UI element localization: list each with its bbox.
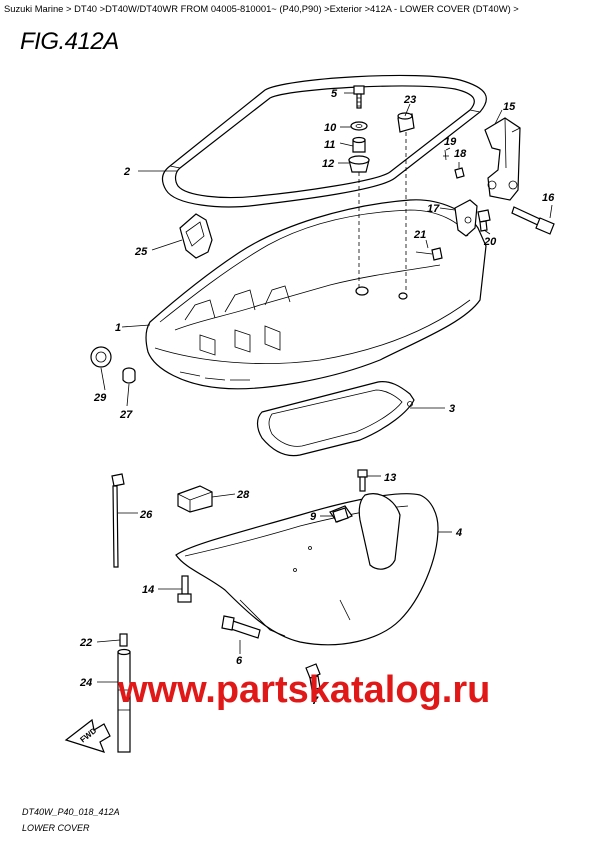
nut-part-9 (332, 507, 349, 523)
bracket-part-15 (484, 117, 521, 201)
callout-25: 25 (134, 246, 148, 258)
fitting-part-22 (119, 633, 128, 647)
pad-part-28 (177, 485, 213, 513)
callout-17: 17 (427, 203, 440, 215)
plug-part-27 (122, 367, 136, 384)
callout-10: 10 (324, 122, 337, 134)
callout-22: 22 (79, 637, 92, 649)
callout-6: 6 (236, 655, 243, 667)
screw-part-21 (415, 247, 443, 261)
callout-4: 4 (455, 527, 462, 539)
callout-3: 3 (449, 403, 455, 415)
callout-5: 5 (331, 88, 338, 100)
callout-12: 12 (322, 158, 334, 170)
fwd-arrow-icon: FWD (64, 718, 111, 753)
drawing-caption: LOWER COVER (22, 823, 90, 833)
callout-7: 7 (312, 695, 319, 707)
under-cover-part-4 (175, 493, 439, 646)
callout-26: 26 (139, 509, 153, 521)
figure-title: FIG.412A (20, 28, 119, 55)
clip-part-23 (397, 112, 415, 133)
callout-27: 27 (119, 409, 133, 421)
callout-14: 14 (142, 584, 154, 596)
bolt-part-13 (357, 469, 368, 492)
nut-part-7 (305, 663, 321, 691)
collar-part-11 (352, 136, 366, 153)
watermark-text: www.partskatalog.ru (117, 669, 490, 711)
drawing-code: DT40W_P40_018_412A (22, 807, 120, 817)
callout-29: 29 (93, 392, 107, 404)
breadcrumb: Suzuki Marine > DT40 >DT40W/DT40WR FROM … (4, 3, 519, 14)
callout-20: 20 (483, 236, 497, 248)
duct-part-25 (179, 213, 213, 259)
bolt-part-16 (511, 206, 555, 235)
callout-23: 23 (403, 94, 416, 106)
callout-28: 28 (236, 489, 250, 501)
tube-part-24 (117, 648, 131, 753)
callout-13: 13 (384, 472, 396, 484)
nut-part-18 (454, 167, 465, 179)
bracket-part-17 (454, 199, 478, 237)
washer-part-10 (350, 121, 368, 131)
callout-21: 21 (413, 229, 426, 241)
gasket-part-3 (256, 381, 415, 457)
bolt-part-20 (477, 209, 491, 232)
leader-lines (96, 92, 553, 697)
callout-11: 11 (324, 139, 335, 151)
bolt-part-5 (353, 85, 365, 109)
callout-15: 15 (503, 101, 516, 113)
grommet-part-12 (348, 155, 370, 173)
lower-cover-part-1 (145, 199, 487, 390)
callout-18: 18 (454, 148, 467, 160)
callout-9: 9 (310, 511, 317, 523)
callout-1: 1 (115, 322, 121, 334)
bolt-part-14 (177, 575, 192, 603)
strap-part-26 (111, 473, 125, 568)
grommet-part-29 (90, 346, 112, 368)
callout-24: 24 (79, 677, 92, 689)
pin-part-19 (443, 149, 449, 161)
callout-16: 16 (542, 192, 555, 204)
callout-19: 19 (444, 136, 457, 148)
bolt-part-6 (221, 615, 261, 639)
callout-2: 2 (123, 166, 130, 178)
